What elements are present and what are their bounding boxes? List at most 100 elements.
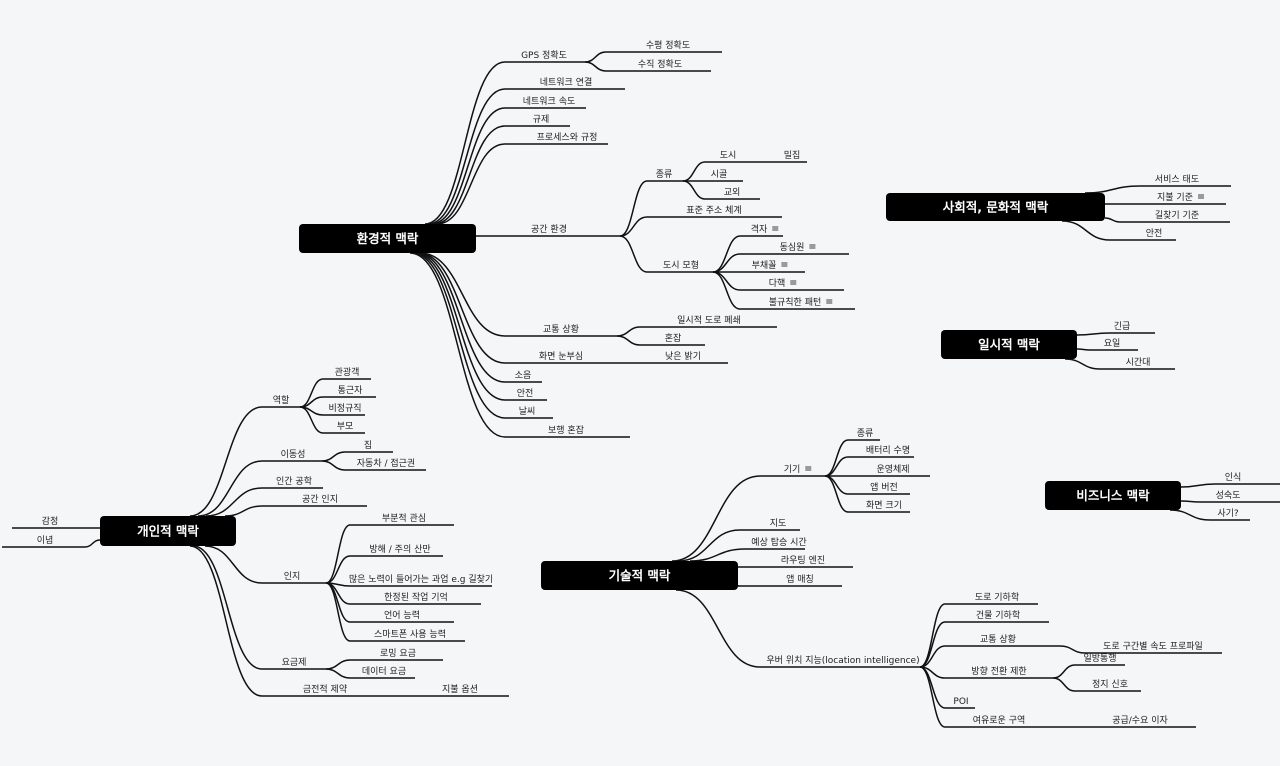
note-icon[interactable] <box>809 244 816 249</box>
topic-안전[interactable]: 안전 <box>517 388 534 399</box>
topic-화면-크기[interactable]: 화면 크기 <box>866 500 902 511</box>
topic-밀집[interactable]: 밀집 <box>784 149 801 161</box>
topic-건물-기하학[interactable]: 건물 기하학 <box>976 610 1020 621</box>
topic-교통-상황[interactable]: 교통 상황 <box>543 324 579 335</box>
topic-부채꼴[interactable]: 부채꼴 <box>752 260 777 271</box>
topic-한정된-작업-기억[interactable]: 한정된 작업 기억 <box>384 591 448 603</box>
topic-도시-모형[interactable]: 도시 모형 <box>663 260 699 271</box>
topic-방향-전환-제한[interactable]: 방향 전환 제한 <box>971 665 1026 677</box>
central-topic[interactable]: 개인적 맥락 <box>100 516 236 546</box>
topic-프로세스와-규정[interactable]: 프로세스와 규정 <box>537 131 598 143</box>
topic-방해-주의-산만[interactable]: 방해 / 주의 산만 <box>369 544 430 555</box>
topic-역할[interactable]: 역할 <box>273 395 290 406</box>
topic-관광객[interactable]: 관광객 <box>335 366 360 378</box>
topic-자동차-접근권[interactable]: 자동차 / 접근권 <box>357 457 415 469</box>
topic-여유로운-구역[interactable]: 여유로운 구역 <box>973 714 1026 726</box>
note-icon[interactable] <box>826 299 833 304</box>
topic-수평-정확도[interactable]: 수평 정확도 <box>646 39 690 51</box>
topic-우버-위치-지능-location-intelligence[interactable]: 우버 위치 지능(location intelligence) <box>766 654 919 666</box>
topic-길찾기-기준[interactable]: 길찾기 기준 <box>1155 210 1199 221</box>
topic-인간-공학[interactable]: 인간 공학 <box>276 476 312 487</box>
central-topic[interactable]: 기술적 맥락 <box>541 561 738 590</box>
topic-네트워크-속도[interactable]: 네트워크 속도 <box>523 96 576 107</box>
topic-보행-혼잡[interactable]: 보행 혼잡 <box>548 424 584 436</box>
topic-교통-상황[interactable]: 교통 상황 <box>980 634 1016 645</box>
central-topic[interactable]: 사회적, 문화적 맥락 <box>886 193 1105 221</box>
topic-언어-능력[interactable]: 언어 능력 <box>384 609 420 621</box>
topic-종류[interactable]: 종류 <box>656 169 673 180</box>
note-icon[interactable] <box>772 226 779 231</box>
topic-앱-버전[interactable]: 앱 버전 <box>870 481 898 493</box>
topic-도시[interactable]: 도시 <box>720 150 737 161</box>
central-topic[interactable]: 환경적 맥락 <box>299 224 476 253</box>
topic-인지[interactable]: 인지 <box>284 571 301 582</box>
topic-요일[interactable]: 요일 <box>1104 338 1121 349</box>
topic-수직-정확도[interactable]: 수직 정확도 <box>638 58 682 70</box>
topic-일방통행[interactable]: 일방통행 <box>1083 652 1116 664</box>
topic-다핵[interactable]: 다핵 <box>769 277 786 289</box>
topic-예상-탑승-시간[interactable]: 예상 탑승 시간 <box>751 536 806 548</box>
topic-앱-매칭[interactable]: 앱 매칭 <box>786 573 814 585</box>
topic-격자[interactable]: 격자 <box>751 223 768 235</box>
topic-긴급[interactable]: 긴급 <box>1114 321 1131 332</box>
topic-지도[interactable]: 지도 <box>770 518 787 529</box>
topic-교외[interactable]: 교외 <box>724 186 741 198</box>
topic-안전[interactable]: 안전 <box>1146 228 1163 239</box>
topic-gps-정확도[interactable]: GPS 정확도 <box>521 49 567 61</box>
topic-이동성[interactable]: 이동성 <box>281 449 306 460</box>
note-icon[interactable] <box>781 262 788 267</box>
topic-라우팅-엔진[interactable]: 라우팅 엔진 <box>781 555 825 566</box>
central-topic[interactable]: 비즈니스 맥락 <box>1045 481 1181 510</box>
topic-poi[interactable]: POI <box>953 697 968 707</box>
central-topic-box[interactable] <box>100 516 236 546</box>
topic-데이터-요금[interactable]: 데이터 요금 <box>362 666 406 677</box>
topic-통근자[interactable]: 통근자 <box>338 385 364 396</box>
topic-시골[interactable]: 시골 <box>711 169 728 180</box>
topic-정지-신호[interactable]: 정지 신호 <box>1092 679 1128 690</box>
topic-규제[interactable]: 규제 <box>533 114 550 125</box>
topic-금전적-제약[interactable]: 금전적 제약 <box>303 683 347 695</box>
central-topic-box[interactable] <box>299 224 476 253</box>
topic-지불-기준[interactable]: 지불 기준 <box>1157 192 1193 203</box>
topic-동심원[interactable]: 동심원 <box>780 242 805 253</box>
topic-많은-노력이-들어가는-과업-e-g-길찾기[interactable]: 많은 노력이 들어가는 과업 e.g 길찾기 <box>349 573 493 585</box>
topic-기기[interactable]: 기기 <box>784 464 801 475</box>
topic-표준-주소-체계[interactable]: 표준 주소 체계 <box>686 204 741 216</box>
topic-성숙도[interactable]: 성숙도 <box>1216 490 1241 501</box>
topic-혼잡[interactable]: 혼잡 <box>665 332 682 344</box>
topic-비정규직[interactable]: 비정규직 <box>328 403 361 414</box>
note-icon[interactable] <box>1197 194 1204 199</box>
topic-공간-환경[interactable]: 공간 환경 <box>531 223 567 235</box>
central-topic-box[interactable] <box>1045 481 1181 510</box>
topic-배터리-수명[interactable]: 배터리 수명 <box>866 445 910 456</box>
topic-감정[interactable]: 감정 <box>42 515 59 527</box>
central-topic-box[interactable] <box>541 561 738 590</box>
topic-공간-인지[interactable]: 공간 인지 <box>302 494 338 505</box>
topic-스마트폰-사용-능력[interactable]: 스마트폰 사용 능력 <box>374 628 446 640</box>
topic-불규칙한-패턴[interactable]: 불규칙한 패턴 <box>769 297 822 308</box>
topic-날씨[interactable]: 날씨 <box>519 406 536 417</box>
central-topic-box[interactable] <box>886 193 1105 221</box>
topic-화면-눈부심[interactable]: 화면 눈부심 <box>539 351 583 362</box>
topic-일시적-도로-폐쇄[interactable]: 일시적 도로 폐쇄 <box>677 314 741 326</box>
topic-네트워크-연결[interactable]: 네트워크 연결 <box>540 77 593 88</box>
central-topic[interactable]: 일시적 맥락 <box>941 330 1077 359</box>
topic-도로-기하학[interactable]: 도로 기하학 <box>975 592 1019 603</box>
topic-종류[interactable]: 종류 <box>857 428 874 439</box>
topic-도로-구간별-속도-프로파일[interactable]: 도로 구간별 속도 프로파일 <box>1103 641 1203 652</box>
central-topic-box[interactable] <box>941 330 1077 359</box>
topic-소음[interactable]: 소음 <box>515 370 532 381</box>
topic-서비스-태도[interactable]: 서비스 태도 <box>1155 174 1199 185</box>
topic-인식[interactable]: 인식 <box>1225 472 1242 483</box>
topic-사기[interactable]: 사기? <box>1217 508 1239 519</box>
topic-부모[interactable]: 부모 <box>337 421 354 432</box>
topic-집[interactable]: 집 <box>364 439 372 451</box>
topic-운영체제[interactable]: 운영체제 <box>876 464 909 475</box>
topic-로밍-요금[interactable]: 로밍 요금 <box>380 648 416 659</box>
topic-낮은-밝기[interactable]: 낮은 밝기 <box>665 351 701 362</box>
note-icon[interactable] <box>805 466 812 471</box>
topic-지불-옵션[interactable]: 지불 옵션 <box>442 684 478 695</box>
topic-시간대[interactable]: 시간대 <box>1126 357 1151 368</box>
topic-요금제[interactable]: 요금제 <box>282 657 307 668</box>
note-icon[interactable] <box>790 280 797 285</box>
